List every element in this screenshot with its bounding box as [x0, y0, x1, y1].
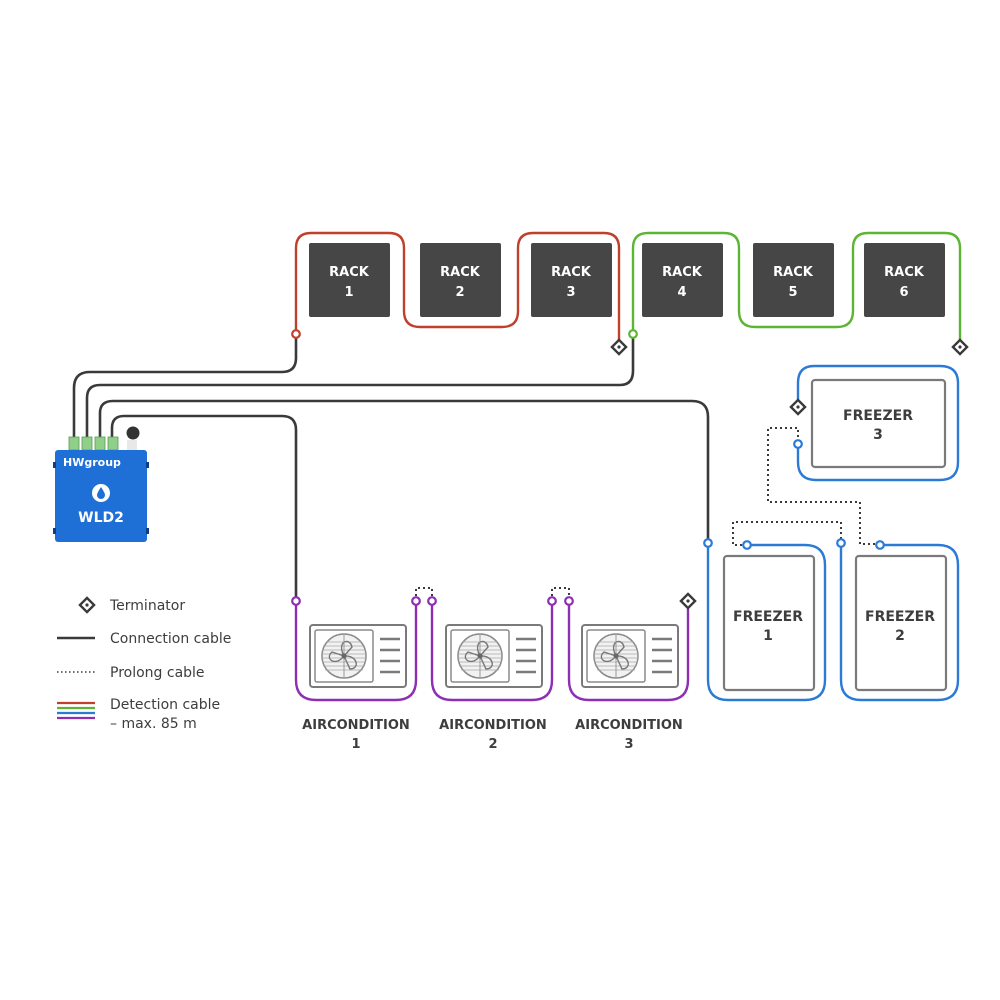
- legend-connection: Connection cable: [110, 631, 231, 647]
- probe-holder: [127, 440, 137, 452]
- rack: RACK 4: [642, 243, 723, 317]
- aircondition-label: AIRCONDITION: [439, 718, 547, 733]
- connector-freezer2-in: [836, 538, 846, 548]
- freezer: FREEZER 3: [810, 378, 947, 469]
- connector-rack-red: [291, 329, 301, 339]
- legend-terminator: Terminator: [109, 598, 185, 614]
- aircondition-unit-icon: [444, 623, 544, 689]
- connector-rack-green: [628, 329, 638, 339]
- terminator-icon: [610, 338, 628, 356]
- rack: RACK 2: [420, 243, 501, 317]
- rack: RACK 1: [309, 243, 390, 317]
- rack-label: RACK: [773, 265, 814, 280]
- connector-freezer1-in: [703, 538, 713, 548]
- aircondition-label: AIRCONDITION: [302, 718, 410, 733]
- rack: RACK 5: [753, 243, 834, 317]
- connection-cables: [72, 334, 710, 601]
- freezer-number: 2: [895, 628, 905, 644]
- aircondition-number: 3: [624, 737, 633, 752]
- terminator-icon: [951, 338, 969, 356]
- freezer-number: 3: [873, 427, 883, 443]
- connector-freezer2-out: [875, 540, 885, 550]
- connector-ac1-in: [291, 596, 301, 606]
- connector-freezer1-out: [742, 540, 752, 550]
- freezer-number: 1: [763, 628, 773, 644]
- detection-cable-green: [631, 231, 962, 346]
- rack-number: 1: [344, 285, 353, 300]
- connection-cable-freezers: [98, 399, 710, 543]
- rack-label: RACK: [884, 265, 925, 280]
- temperature-probe-icon: [126, 426, 140, 440]
- rack-number: 5: [788, 285, 797, 300]
- connector-ac2-in: [427, 596, 437, 606]
- terminator-icon: [679, 592, 697, 610]
- connection-cable-racks-4-6: [85, 334, 635, 438]
- terminal-connectors: [68, 436, 119, 451]
- legend-detection-max: – max. 85 m: [110, 716, 197, 732]
- rack-number: 2: [455, 285, 464, 300]
- wld2-device: HWgroup WLD2: [53, 426, 149, 542]
- freezer-label: FREEZER: [733, 609, 803, 625]
- detection-cable-swatch: [57, 701, 95, 720]
- connector-ac1-out: [411, 596, 421, 606]
- prolong-cable-freezer1-freezer2: [732, 521, 842, 546]
- terminator-icon: [78, 596, 96, 614]
- rack-number: 6: [899, 285, 908, 300]
- freezer-label: FREEZER: [865, 609, 935, 625]
- aircondition-unit-icon: [308, 623, 408, 689]
- prolong-cables: [415, 427, 880, 601]
- aircondition-number: 1: [351, 737, 360, 752]
- device-model: WLD2: [78, 510, 124, 526]
- detection-cable-red: [294, 231, 621, 346]
- aircondition-label: AIRCONDITION: [575, 718, 683, 733]
- rack: RACK 3: [531, 243, 612, 317]
- aircondition: AIRCONDITION 2: [439, 623, 547, 752]
- connection-cable-airconditions: [110, 414, 298, 601]
- connection-cable-racks-1-3: [72, 334, 298, 438]
- legend-detection: Detection cable: [110, 697, 220, 713]
- freezer-label: FREEZER: [843, 408, 913, 424]
- legend-prolong: Prolong cable: [110, 665, 205, 681]
- detection-cable-purple: [294, 601, 690, 702]
- rack-number: 3: [566, 285, 575, 300]
- connector-ac2-out: [547, 596, 557, 606]
- aircondition: AIRCONDITION 1: [302, 623, 410, 752]
- freezer: FREEZER 2: [854, 554, 948, 692]
- connector-freezer3-in: [793, 439, 803, 449]
- prolong-cable-ac1-ac2: [415, 587, 433, 601]
- prolong-cable-freezer2-freezer3: [767, 427, 880, 545]
- device-brand: HWgroup: [63, 456, 121, 469]
- legend: Terminator Connection cable Prolong cabl…: [57, 596, 231, 732]
- freezer: FREEZER 1: [722, 554, 816, 692]
- aircondition-unit-icon: [580, 623, 680, 689]
- connectors: [291, 329, 885, 606]
- rack-number: 4: [677, 285, 686, 300]
- prolong-cable-ac2-ac3: [551, 587, 570, 601]
- rack-label: RACK: [551, 265, 592, 280]
- aircondition: AIRCONDITION 3: [575, 623, 683, 752]
- aircondition-number: 2: [488, 737, 497, 752]
- terminator-icon: [789, 398, 807, 416]
- rack: RACK 6: [864, 243, 945, 317]
- rack-label: RACK: [329, 265, 370, 280]
- rack-label: RACK: [440, 265, 481, 280]
- connector-ac3-in: [564, 596, 574, 606]
- rack-label: RACK: [662, 265, 703, 280]
- detection-cable-blue: [706, 364, 960, 702]
